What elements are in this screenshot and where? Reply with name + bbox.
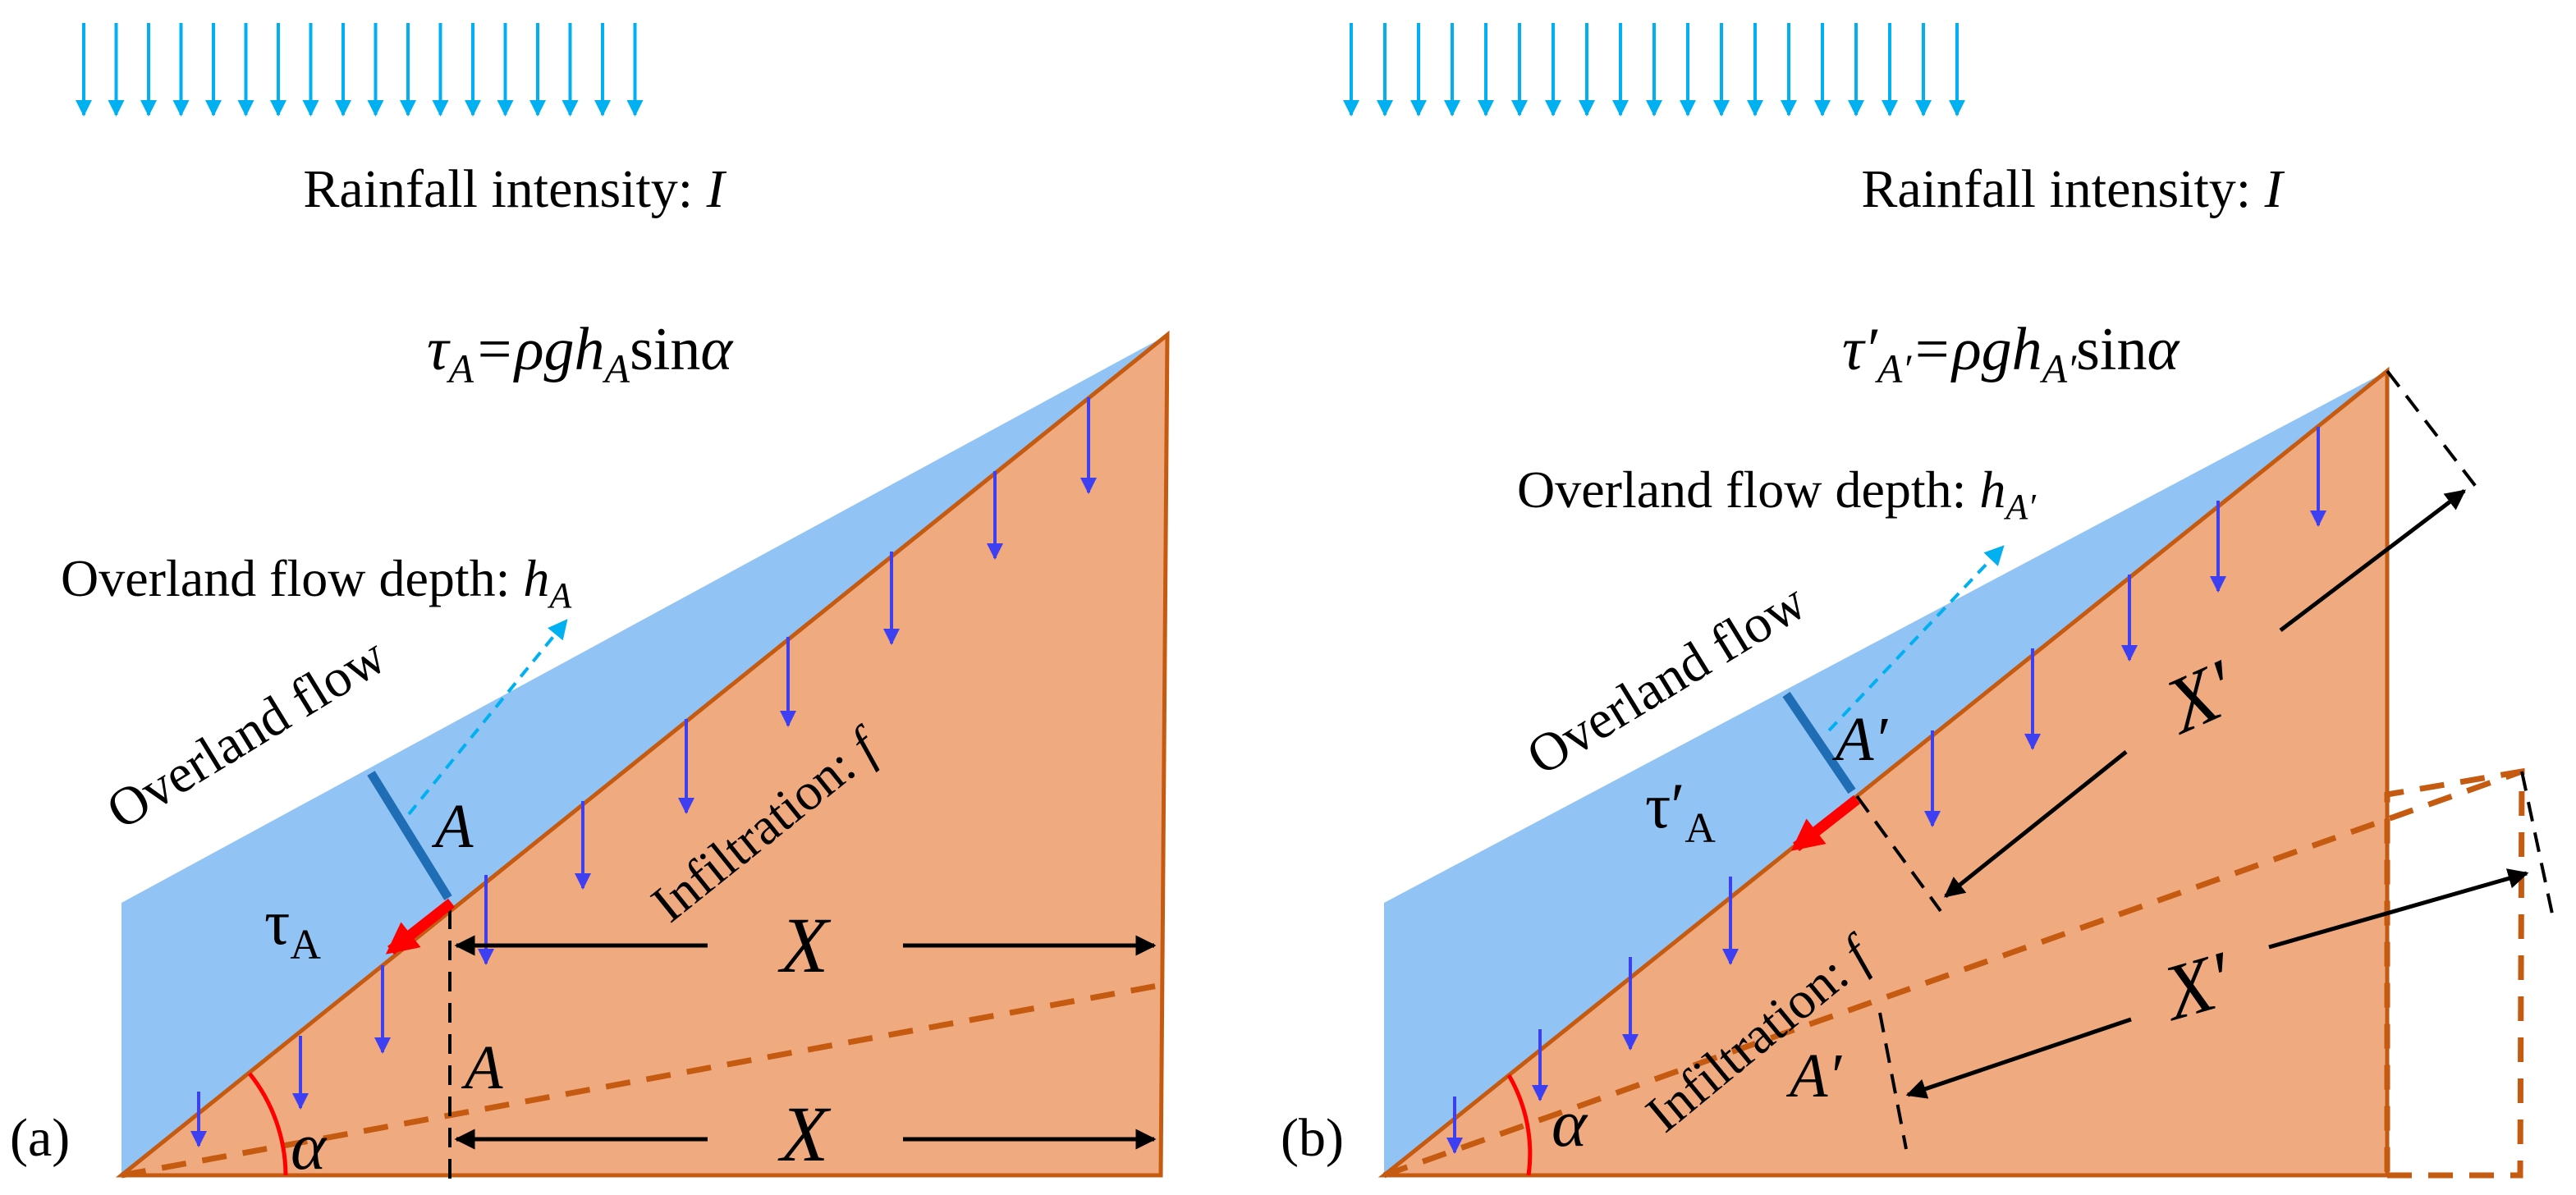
distance-label-lower-a: X [777,1090,832,1178]
overland-flow-depth-label-a: Overland flow depth: hA [61,549,572,616]
slope-angle-arc-b [1506,1074,1533,1176]
depth-pointer-arrow-b [1827,545,2005,732]
wetting-front-line-a [121,982,1163,1179]
slope-angle-label-a: α [291,1109,328,1184]
shear-stress-equation-b: τ′A′=ρghA′sinα [1842,316,2180,391]
infiltration-arrows-b [1446,427,2326,1154]
depth-pointer-arrow-a [407,619,568,816]
distance-label-a: X [777,901,832,989]
panel-label-a: (a) [10,1108,70,1168]
panel-a: Rainfall intensity: I τA=ρghAsinα Overla… [10,23,1170,1184]
soil-slope-a [115,330,1170,1178]
point-a-prime-label: A′ [1831,705,1888,774]
overland-flow-depth-label-b: Overland flow depth: hA′ [1517,460,2037,527]
upper-perpendicular-b [1855,794,1942,913]
rotated-slope-outline-b [2384,767,2525,1179]
point-a-lower-label: A [461,1033,503,1102]
slope-angle-label-b: α [1552,1086,1588,1161]
slope-angle-arc-a [248,1072,288,1176]
panel-b: Rainfall intensity: I τ′A′=ρghA′sinα Ove… [1281,23,2555,1179]
point-a-label: A [431,792,474,861]
soil-slope-b [1377,366,2390,1178]
upper-extension-tick-b [2386,369,2481,492]
wetting-front-line-b [1382,768,2523,1179]
lower-extension-tick-b [2520,771,2555,918]
lower-distance-arrow-left-b [1905,1017,2132,1099]
point-a-prime-lower-label: A′ [1785,1042,1842,1110]
shear-stress-equation-a: τA=ρghAsinα [427,316,734,391]
rain-arrows-b [1343,23,1965,117]
lower-distance-arrow-right-b [2268,868,2529,950]
flow-depth-marker-b [1782,691,1856,794]
lower-perpendicular-b [1878,1012,1908,1150]
rainfall-label-a: Rainfall intensity: I [303,159,727,219]
rain-arrows-a [76,23,644,117]
rainfall-label-b: Rainfall intensity: I [1861,159,2285,219]
upper-distance-arrow-left-b [1944,750,2128,898]
shear-stress-arrow-a [385,898,456,955]
shear-stress-label-b: τ′A [1645,770,1716,852]
infiltration-arrows-a [190,397,1097,1147]
shear-stress-arrow-b [1790,794,1861,852]
shear-stress-label-a: τA [264,886,321,968]
upper-distance-arrow-right-b [2279,489,2466,632]
panel-label-b: (b) [1281,1108,1344,1168]
flow-depth-marker-a [367,771,452,900]
